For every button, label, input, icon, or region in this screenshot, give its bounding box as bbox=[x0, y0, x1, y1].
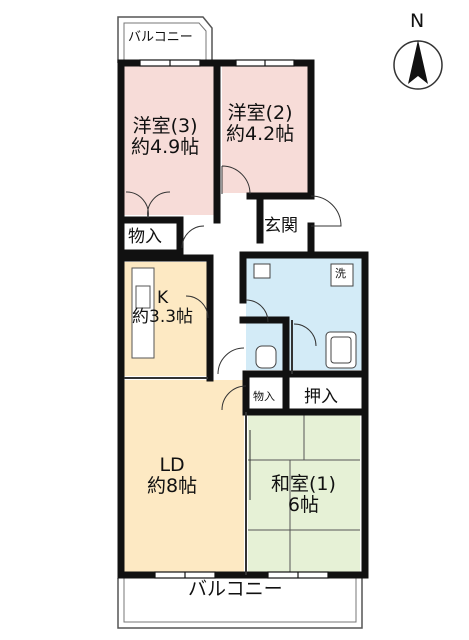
ld-label: LD 約8帖 bbox=[147, 454, 198, 498]
top-balcony-inner bbox=[123, 22, 207, 63]
western3-fill bbox=[124, 63, 214, 215]
bath-fixtures bbox=[253, 263, 357, 369]
western3-label: 洋室(3) 約4.9帖 bbox=[131, 115, 200, 159]
japanese1-label: 和室(1) 6帖 bbox=[271, 473, 336, 517]
entrance-label: 玄関 bbox=[264, 216, 298, 236]
closet-label: 押入 bbox=[304, 387, 338, 407]
thin-walls bbox=[124, 320, 293, 575]
western3-name: 洋室(3) bbox=[132, 115, 198, 137]
kitchen-size: 約3.3帖 bbox=[132, 307, 194, 328]
top-balcony-label: バルコニー bbox=[128, 30, 193, 45]
door-swings bbox=[125, 165, 342, 500]
storage-small-label: 物入 bbox=[253, 390, 275, 403]
ld-size: 約8帖 bbox=[147, 475, 198, 498]
bottom-balcony-inner bbox=[123, 578, 357, 623]
kitchen-label: K 約3.3帖 bbox=[132, 288, 194, 328]
compass bbox=[393, 40, 443, 90]
storage-left-label: 物入 bbox=[128, 227, 162, 247]
ld-name: LD bbox=[159, 454, 185, 476]
western2-label: 洋室(2) 約4.2帖 bbox=[226, 102, 295, 146]
japanese1-size: 6帖 bbox=[287, 494, 319, 517]
bottom-balcony-outline bbox=[117, 578, 363, 629]
kitchen-name: K bbox=[156, 288, 169, 308]
kitchen-counter bbox=[131, 267, 155, 359]
japanese1-name: 和室(1) bbox=[271, 473, 336, 495]
bottom-balcony-label: バルコニー bbox=[188, 578, 283, 600]
ld-fill bbox=[124, 380, 244, 574]
top-balcony-outline bbox=[117, 16, 213, 63]
compass-label: N bbox=[410, 10, 425, 32]
western2-size: 約4.2帖 bbox=[226, 123, 295, 146]
tatami-lines bbox=[248, 412, 360, 574]
western2-name: 洋室(2) bbox=[227, 102, 293, 124]
western2-fill bbox=[222, 63, 308, 193]
laundry-label: 洗 bbox=[335, 267, 346, 280]
western3-size: 約4.9帖 bbox=[131, 136, 200, 159]
windows bbox=[139, 59, 329, 579]
